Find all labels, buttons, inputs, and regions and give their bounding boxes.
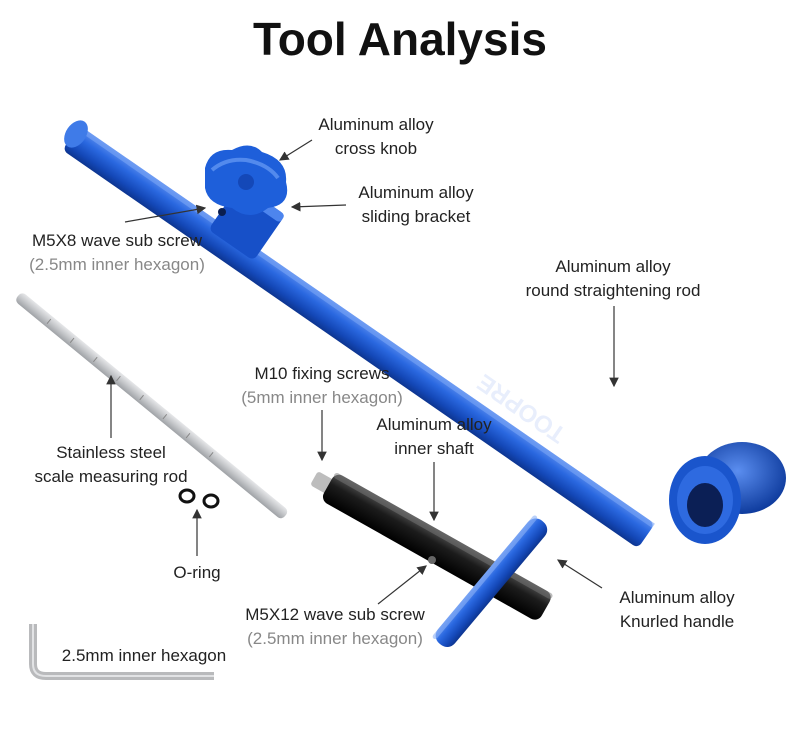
rod-end-head [669,442,786,544]
o-rings [178,488,220,509]
hex-key [29,624,214,680]
leader-knurled-handle [556,559,603,589]
label-inner-shaft: Aluminum alloy inner shaft [376,415,492,458]
scale-measuring-rod [16,293,288,519]
label-o-ring: O-ring [173,563,221,582]
knurled-handle [432,515,548,647]
label-sliding-bracket: Aluminum alloy sliding bracket [358,183,474,226]
leader-lines [106,139,619,605]
label-hex-key: 2.5mm inner hexagon [61,646,227,665]
label-round-rod: Aluminum alloy round straightening rod [525,257,701,300]
label-m10-screws: M10 fixing screws (5mm inner hexagon) [241,364,403,407]
label-m5x8-screw: M5X8 wave sub screw (2.5mm inner hexagon… [29,231,205,274]
cross-knob [205,145,288,215]
leader-cross-knob [278,139,313,161]
leader-m5x8 [124,204,207,223]
leader-m5x12 [377,565,427,605]
label-scale-rod: Stainless steel scale measuring rod [34,443,188,486]
label-knurled-handle: Aluminum alloy Knurled handle [619,588,735,631]
label-cross-knob: Aluminum alloy cross knob [318,115,434,158]
page-title: Tool Analysis [253,13,547,65]
label-m5x12-screw: M5X12 wave sub screw (2.5mm inner hexago… [245,605,425,648]
leader-sliding-bracket [290,201,347,212]
